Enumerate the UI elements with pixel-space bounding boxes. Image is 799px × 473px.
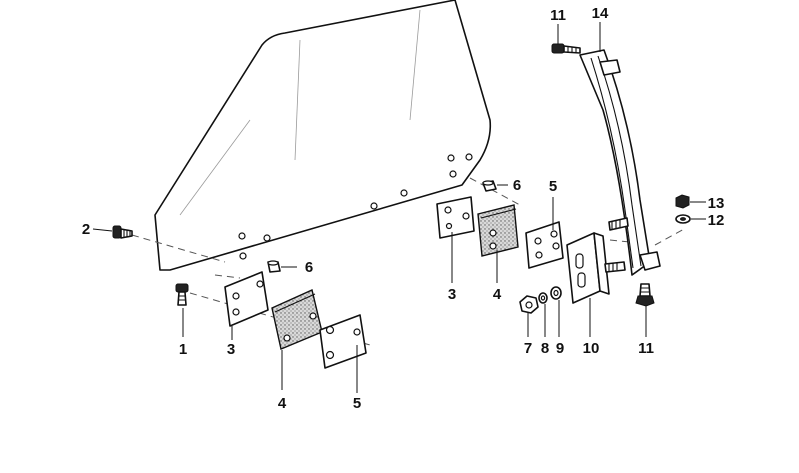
nut-part-7 [519, 295, 539, 337]
spacer-part-6-upper [482, 180, 508, 192]
plate-part-5-upper [525, 197, 564, 269]
label-part-11-upper: 11 [550, 7, 566, 24]
label-part-6-upper: 6 [513, 177, 521, 194]
plate-part-3-lower [224, 271, 269, 340]
label-part-10: 10 [583, 340, 600, 357]
label-part-1: 1 [179, 341, 187, 358]
label-part-7: 7 [524, 340, 532, 357]
bracket-part-10 [566, 232, 610, 337]
label-part-2: 2 [82, 221, 90, 238]
felt-pad-part-4-upper [477, 204, 519, 283]
washer-part-9 [550, 286, 562, 337]
bolt-part-11-lower [635, 283, 655, 337]
label-part-12: 12 [708, 212, 725, 229]
label-part-11-lower: 11 [638, 340, 654, 357]
bolt-part-11-upper [551, 24, 581, 54]
nut-part-13 [675, 194, 706, 209]
bolt-part-2 [112, 225, 133, 239]
label-part-4-upper: 4 [493, 286, 502, 303]
window-glass [154, 0, 492, 271]
part-labels: 1 2 3 3 4 4 5 5 6 6 7 8 9 10 11 11 12 13… [82, 5, 725, 412]
spacer-part-6-lower [267, 260, 297, 273]
label-part-4-lower: 4 [278, 395, 287, 412]
felt-pad-part-4-lower [271, 289, 323, 390]
label-part-8: 8 [541, 340, 549, 357]
label-part-14: 14 [592, 5, 609, 22]
bolt-part-1 [175, 283, 189, 337]
label-part-3-lower: 3 [227, 341, 235, 358]
label-part-9: 9 [556, 340, 564, 357]
label-part-6-lower: 6 [305, 259, 313, 276]
label-part-3-upper: 3 [448, 286, 456, 303]
label-part-5-upper: 5 [549, 178, 557, 195]
washer-part-8 [538, 292, 548, 337]
label-part-5-lower: 5 [353, 395, 361, 412]
leader-part-2 [92, 228, 113, 232]
washer-part-12 [675, 214, 706, 224]
plate-part-3-upper [436, 196, 475, 283]
guide-rail-part-14 [579, 22, 661, 276]
plate-part-5-lower [319, 314, 367, 393]
label-part-13: 13 [708, 195, 725, 212]
